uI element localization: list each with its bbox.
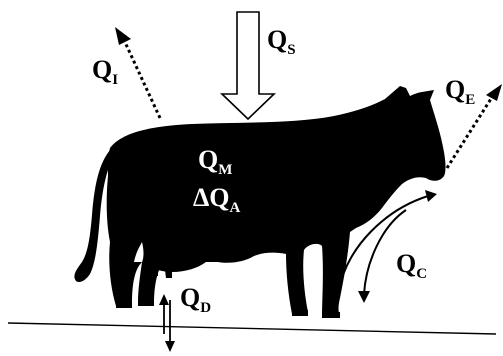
label-infrared: QI bbox=[92, 55, 118, 88]
label-infrared-main: Q bbox=[92, 55, 112, 84]
label-metabolic-main: Q bbox=[198, 145, 218, 174]
hoof-front-left bbox=[322, 312, 340, 318]
label-solar-sub: S bbox=[287, 42, 295, 58]
ground-line bbox=[8, 323, 496, 334]
cow-body bbox=[107, 86, 446, 316]
hoof-rear-left bbox=[116, 302, 132, 308]
label-solar: QS bbox=[267, 25, 296, 58]
label-evaporative-main: Q bbox=[445, 75, 465, 104]
label-accumulated-main: ΔQ bbox=[193, 183, 230, 212]
label-convective-main: Q bbox=[396, 249, 416, 278]
convective-arrowhead-inner bbox=[358, 291, 370, 303]
label-conductive-sub: D bbox=[200, 300, 211, 316]
label-accumulated-sub: A bbox=[230, 200, 241, 216]
label-solar-main: Q bbox=[267, 25, 287, 54]
label-metabolic-sub: M bbox=[218, 162, 232, 178]
label-convective-sub: C bbox=[416, 266, 427, 282]
label-evaporative-sub: E bbox=[465, 92, 475, 108]
evaporative-arrowhead bbox=[486, 84, 502, 101]
convective-arrowhead-outer bbox=[425, 190, 437, 202]
hoof-front-right bbox=[292, 310, 308, 316]
infrared-arrowhead bbox=[115, 27, 131, 45]
cow-rear-leg-2 bbox=[138, 262, 160, 302]
cow-silhouette bbox=[74, 86, 445, 318]
label-infrared-sub: I bbox=[112, 72, 118, 88]
infrared-arrow-shaft bbox=[124, 40, 160, 118]
label-conductive-main: Q bbox=[180, 283, 200, 312]
conductive-arrowhead-down bbox=[165, 341, 175, 352]
label-convective: QC bbox=[396, 249, 427, 282]
label-conductive: QD bbox=[180, 283, 211, 316]
label-evaporative: QE bbox=[445, 75, 475, 108]
conductive-arrowhead-up bbox=[159, 294, 169, 305]
